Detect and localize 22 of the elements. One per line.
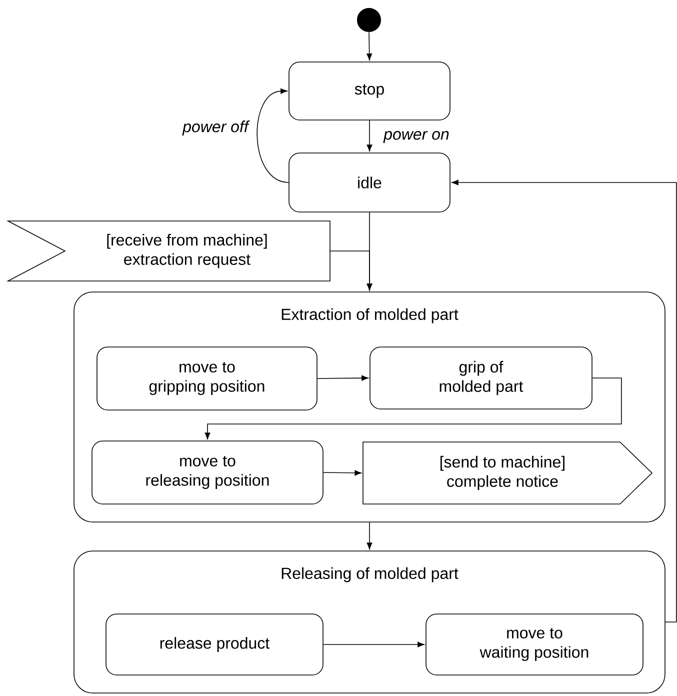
initial-state-dot	[357, 8, 381, 32]
arrow	[323, 642, 424, 648]
arrow	[317, 375, 368, 381]
state-box: move to gripping position	[96, 346, 318, 410]
edge-label: power on	[382, 130, 451, 144]
arrow	[256, 88, 289, 183]
arrow	[330, 250, 372, 290]
send-signal-box: [send to machine] complete notice	[362, 442, 653, 504]
receive-signal-box: [receive from machine] extraction request	[6, 220, 330, 282]
arrow	[452, 180, 677, 622]
state-box: stop	[288, 62, 450, 120]
state-box: release product	[106, 614, 324, 676]
arrow	[323, 470, 362, 476]
state-box: grip of molded part	[370, 346, 592, 410]
edge-label: power off	[181, 119, 250, 137]
state-box: move to waiting position	[426, 614, 644, 676]
arrow	[204, 378, 622, 440]
state-box: idle	[288, 152, 450, 212]
arrow	[366, 522, 372, 550]
state-box: move to releasing position	[92, 440, 324, 504]
arrow	[366, 120, 372, 152]
arrow	[366, 32, 372, 60]
